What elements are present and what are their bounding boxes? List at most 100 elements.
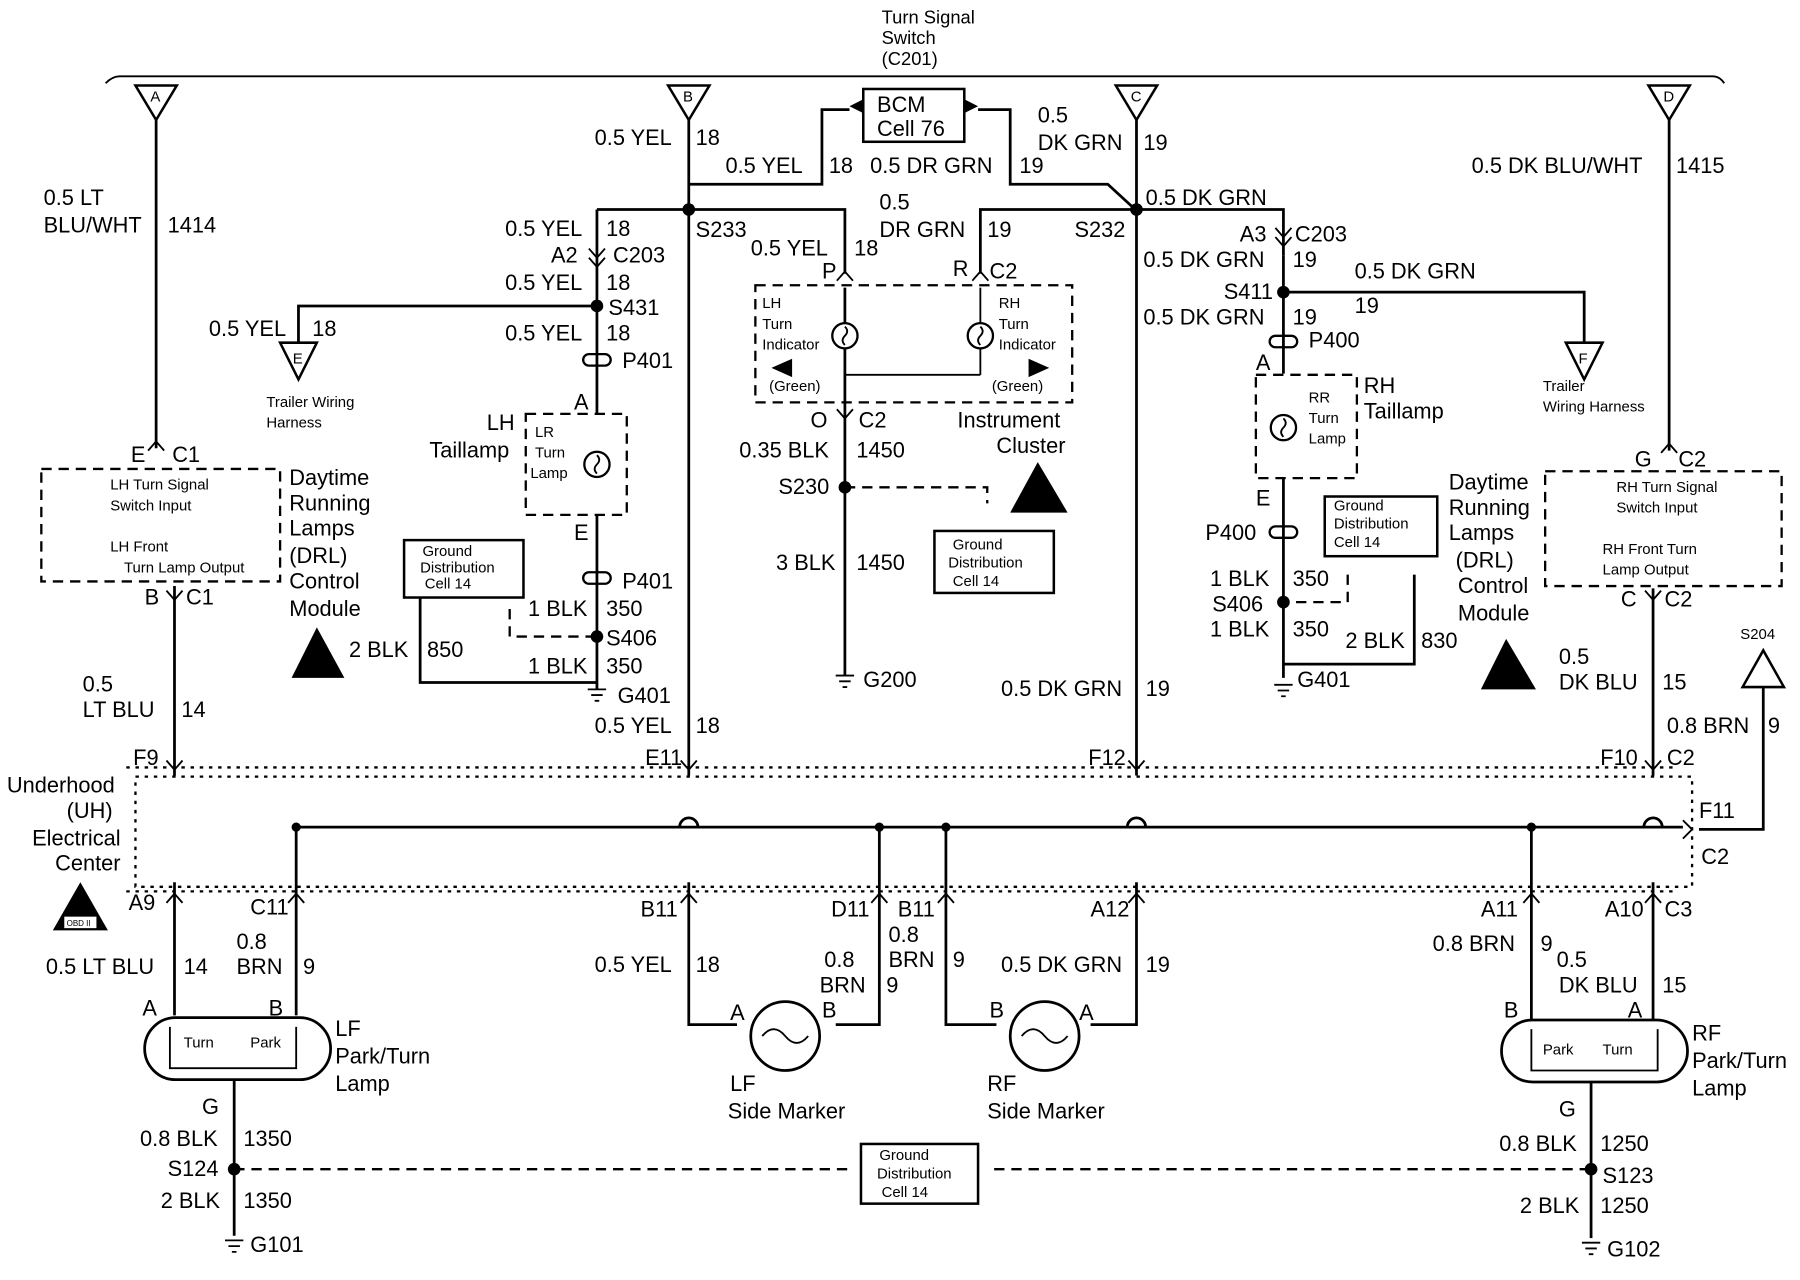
diagram-label: Running — [1449, 495, 1530, 520]
diagram-label: 18 — [829, 153, 853, 178]
diagram-label: F10 — [1600, 745, 1638, 770]
diagram-label: Distribution — [948, 555, 1023, 572]
diagram-label: Lamp Output — [1603, 562, 1690, 579]
diagram-label: 350 — [606, 653, 642, 678]
diagram-label: E — [293, 350, 303, 367]
diagram-label: 0.5 YEL — [209, 316, 286, 341]
diagram-label: 0.5 DR GRN — [870, 153, 992, 178]
diagram-label: Control — [289, 568, 359, 593]
diagram-label: Distribution — [877, 1165, 952, 1182]
diagram-label: 0.5 — [1557, 947, 1587, 972]
diagram-label: C2 — [1678, 447, 1706, 472]
diagram-label: A — [150, 89, 160, 106]
diagram-label: 0.5 YEL — [751, 235, 828, 260]
diagram-label: 0.5 YEL — [595, 125, 672, 150]
ground-distribution-box-1: Ground Distribution Cell 14 — [402, 538, 525, 599]
diagram-label: Harness — [266, 415, 322, 432]
diagram-label: Cluster — [996, 433, 1065, 458]
diagram-label: 18 — [854, 235, 878, 260]
diagram-label: 830 — [1421, 628, 1457, 653]
diagram-label: (Green) — [769, 378, 820, 395]
diagram-label: 14 — [181, 697, 205, 722]
diagram-label: B11 — [898, 897, 935, 922]
diagram-label: G — [1635, 447, 1652, 472]
diagram-label: S204 — [1740, 626, 1775, 643]
diagram-label: 0.5 DK BLU/WHT — [1472, 153, 1643, 178]
diagram-label: Cell 14 — [882, 1184, 928, 1201]
diagram-label: Instrument — [957, 408, 1060, 433]
diagram-label: 0.8 — [889, 922, 919, 947]
diagram-label: 0.8 — [824, 947, 854, 972]
lh-drl-control-module: LH Turn Signal Switch Input LH Front Tur… — [40, 465, 370, 621]
instrument-cluster: LH Turn Indicator RH Turn Indicator (Gre… — [754, 284, 1074, 458]
diagram-label: Switch Input — [1616, 500, 1698, 517]
diagram-label: LH Turn Signal — [110, 477, 209, 494]
diagram-label: Module — [289, 596, 361, 621]
diagram-label: 0.5 — [1038, 102, 1068, 127]
diagram-label: 0.5 YEL — [726, 153, 803, 178]
rh-drl-control-module: RH Turn Signal Switch Input RH Front Tur… — [1449, 470, 1783, 625]
diagram-label: BRN — [820, 972, 866, 997]
ground-distribution-box-3: Ground Distribution Cell 14 — [1323, 495, 1439, 558]
diagram-label: Park — [250, 1035, 281, 1052]
diagram-label: 15 — [1662, 669, 1686, 694]
diagram-label: E — [574, 520, 589, 545]
diagram-label: 0.5 DK GRN — [1143, 304, 1264, 329]
lf-side-marker: A B LF Side Marker — [728, 998, 845, 1124]
diagram-label: S406 — [1212, 591, 1263, 616]
diagram-label: 18 — [312, 316, 336, 341]
diagram-label: RF — [987, 1071, 1016, 1096]
wires — [154, 108, 1765, 1239]
diagram-label: B11 — [641, 897, 678, 922]
diagram-label: A9 — [129, 890, 156, 915]
diagram-label: Running — [289, 490, 370, 515]
diagram-label: 0.5 — [879, 190, 909, 215]
diagram-label: 1 BLK — [528, 653, 588, 678]
diagram-label: 0.8 BRN — [1433, 931, 1515, 956]
diagram-label: A11 — [1481, 897, 1518, 922]
diagram-label: 1450 — [856, 437, 905, 462]
splice-points — [227, 203, 1598, 1176]
diagram-label: A — [1628, 998, 1643, 1023]
turn-signal-switch-header: Turn Signal Switch (C201) — [882, 7, 975, 69]
diagram-label: 0.5 YEL — [505, 320, 582, 345]
diagram-label: Turn — [1309, 410, 1339, 427]
diagram-label: BRN — [236, 954, 282, 979]
diagram-label: 19 — [1146, 952, 1170, 977]
diagram-label: C2 — [990, 258, 1018, 283]
diagram-label: Turn — [999, 316, 1029, 333]
diagram-label: S123 — [1603, 1163, 1654, 1188]
diagram-label: Park/Turn — [1692, 1048, 1787, 1073]
diagram-label: A — [730, 1000, 745, 1025]
diagram-label: Indicator — [762, 337, 819, 354]
diagram-label: DK BLU — [1559, 972, 1638, 997]
splice-labels: S233 S232 S431 S411 S230 S406 S406 S124 … — [168, 217, 1654, 1188]
flag-d: D — [1646, 84, 1693, 123]
diagram-label: A2 — [551, 242, 578, 267]
connector-symbols — [147, 227, 1694, 904]
diagram-label: 2 BLK — [161, 1188, 221, 1213]
rf-park-turn-lamp: Park Turn B A G RF Park/Turn Lamp — [1500, 998, 1787, 1121]
diagram-label: Daytime — [289, 465, 369, 490]
rf-side-marker: B A RF Side Marker — [987, 998, 1104, 1124]
diagram-label: Turn — [1603, 1041, 1633, 1058]
diagram-label: 9 — [303, 954, 315, 979]
diagram-label: C2 — [1665, 587, 1693, 612]
diagram-label: 0.5 LT — [44, 185, 104, 210]
diagram-label: RH Turn Signal — [1616, 479, 1717, 496]
diagram-label: 9 — [1541, 931, 1553, 956]
diagram-label: Ground — [953, 536, 1003, 553]
diagram-label: C — [1621, 587, 1637, 612]
diagram-label: Side Marker — [987, 1099, 1104, 1124]
diagram-label: 850 — [427, 637, 463, 662]
diagram-label: (DRL) — [1456, 548, 1514, 573]
diagram-label: 0.5 YEL — [505, 216, 582, 241]
diagram-label: C1 — [172, 442, 200, 467]
ground-labels: G401 G200 G401 G101 G102 — [250, 667, 1660, 1261]
diagram-label: 18 — [696, 952, 720, 977]
diagram-label: Distribution — [420, 559, 495, 576]
diagram-label: Taillamp — [429, 437, 509, 462]
diagram-label: 0.5 DK GRN — [1001, 952, 1122, 977]
diagram-label: B — [990, 998, 1005, 1023]
diagram-label: C — [1131, 89, 1142, 106]
